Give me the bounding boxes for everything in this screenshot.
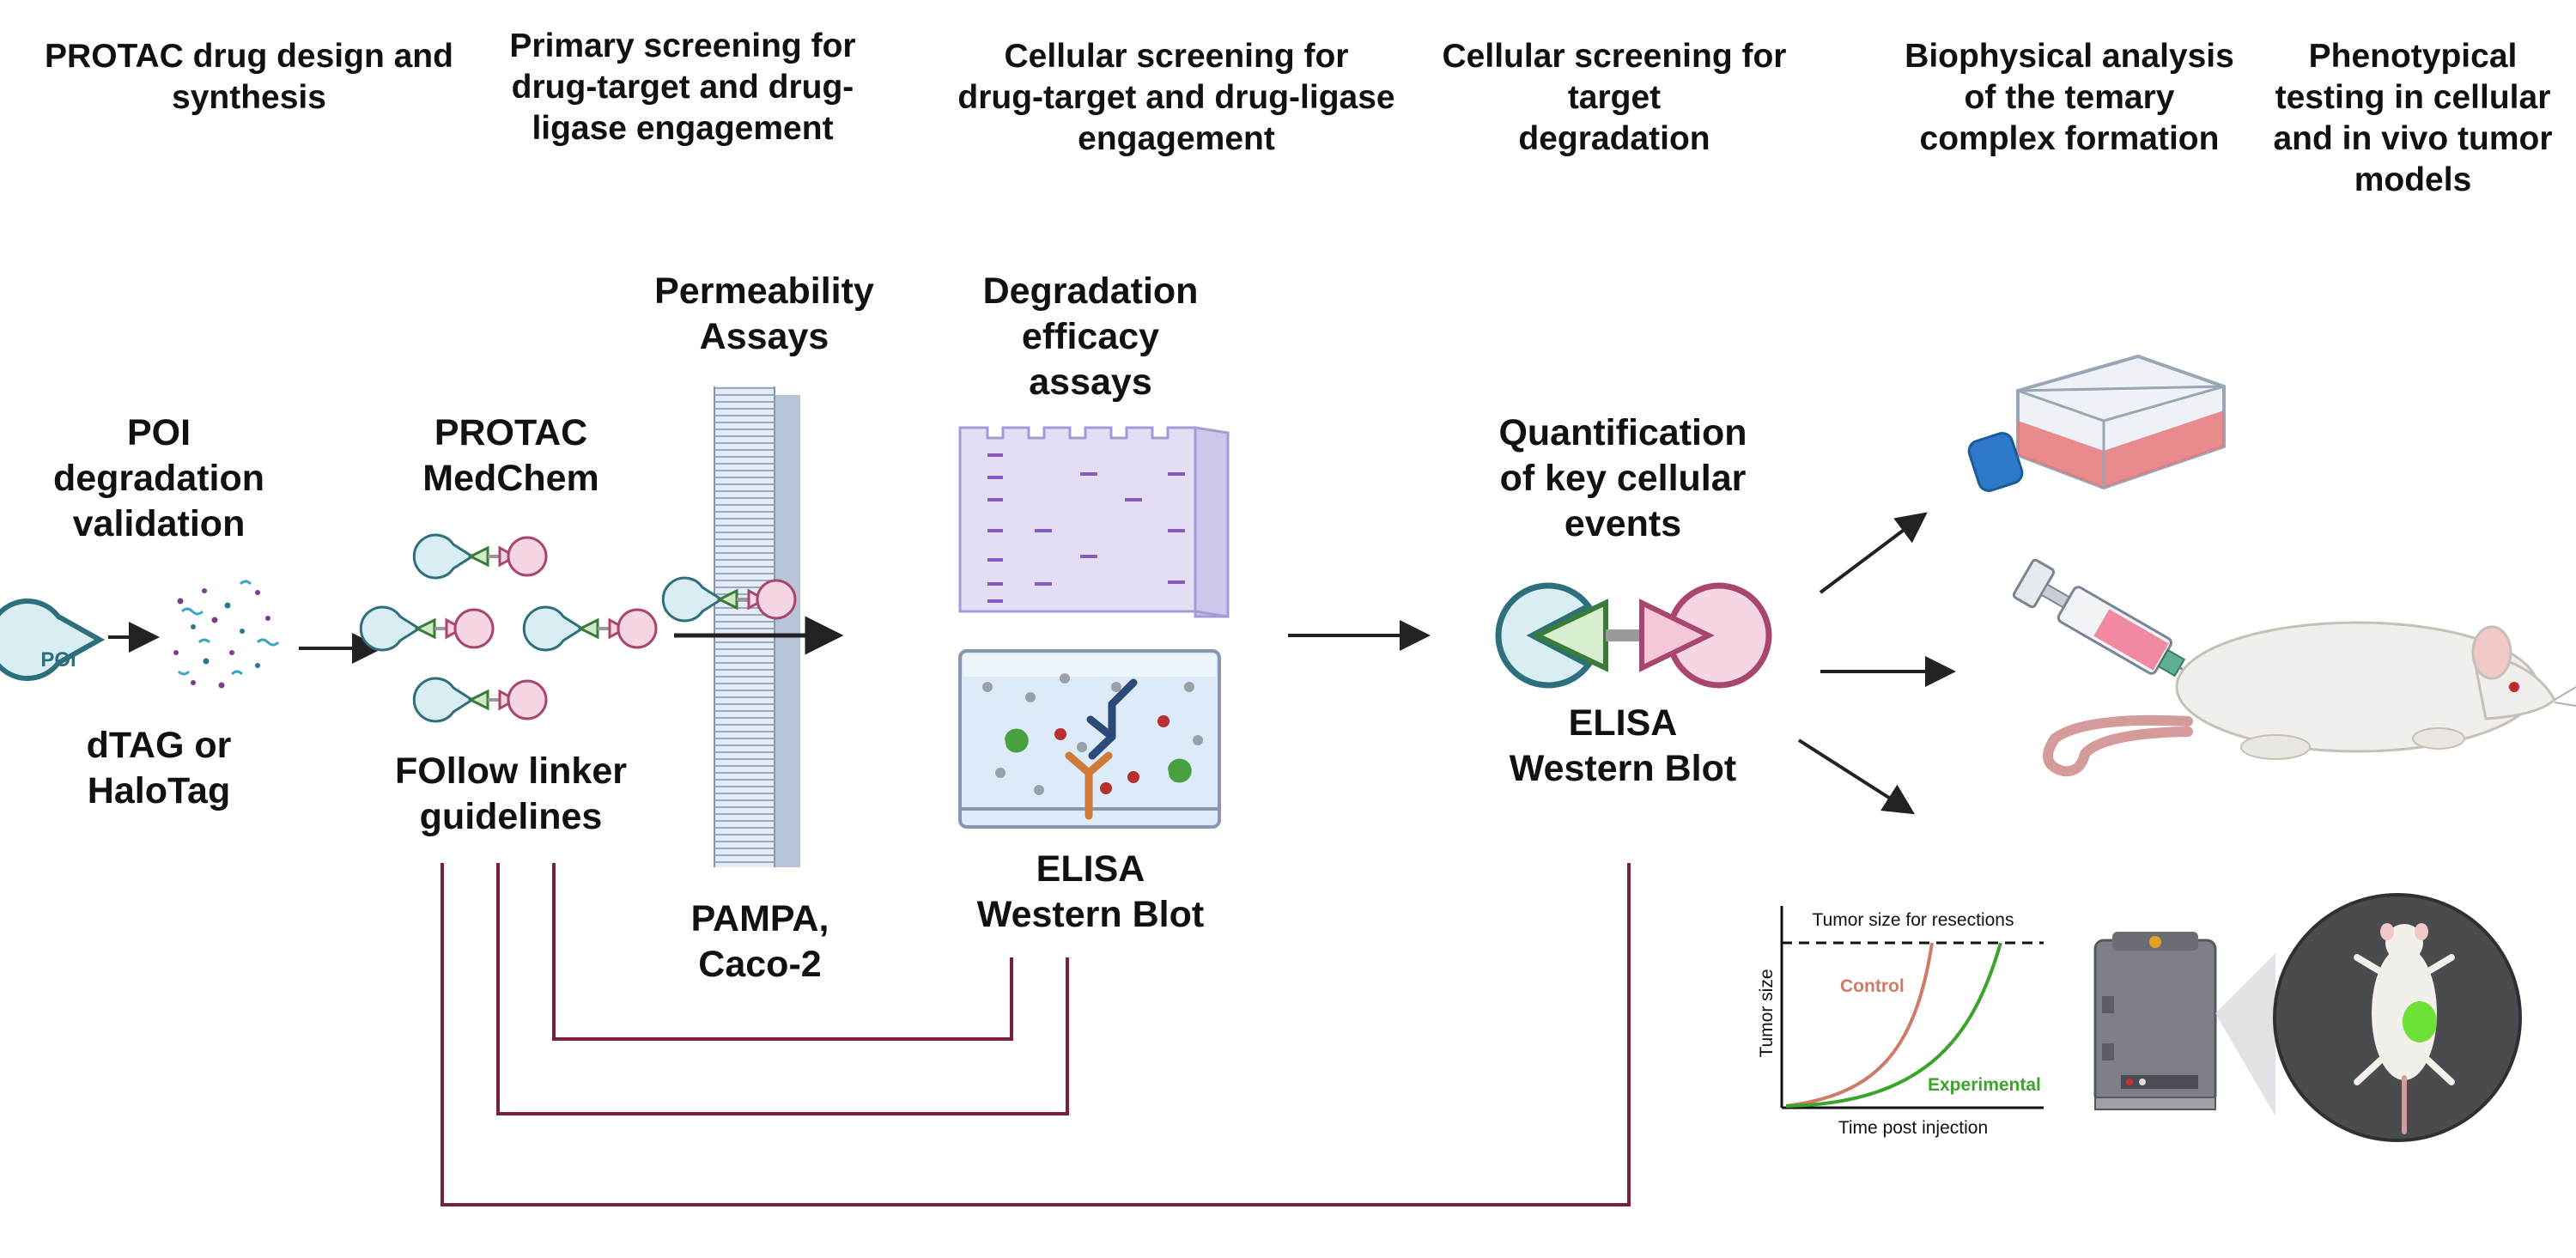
chart-ylabel: Tumor size [1757,969,1777,1057]
stage-header-phenotypical: Phenotypical testing in cellular and in … [2273,38,2553,198]
western-blot-gel-icon [958,426,1230,618]
label-pampa-caco2: PAMPA, Caco-2 [690,898,829,985]
label-elisa-western-1: ELISA Western Blot [976,848,1205,935]
permeability-membrane-icon [714,386,800,867]
cell-culture-flask-icon [1967,354,2226,492]
stage-header-target-degradation: Cellular screening for target degradatio… [1442,38,1787,157]
ternary-complex-icon [1495,582,1772,689]
feedback-loop-degradation [496,863,1069,1115]
feedback-loop-permeability [552,863,1013,1041]
experimental-curve [1785,942,2002,1108]
control-curve [1785,942,1934,1108]
poi-protein-icon: POI [0,599,106,681]
arrow-to-flask [1819,512,1928,594]
feedback-loop-quantification [440,863,1631,1206]
label-protac-medchem: PROTAC MedChem [422,412,599,499]
tumor-size-chart: Tumor size for resections Tumor size Tim… [1757,906,2044,1138]
experimental-label: Experimental [1928,1075,2041,1095]
mouse-icon [2043,621,2576,777]
label-dtag-halotag: dTAG or HaloTag [86,725,232,811]
feedback-loops [440,863,1631,1206]
poi-text: POI [40,648,76,672]
protac-crossing-membrane-icon [661,576,797,623]
control-label: Control [1840,976,1905,996]
syringe-icon [2012,558,2233,699]
label-degradation-efficacy: Degradation efficacy assays [982,270,1199,403]
elisa-well-icon [958,649,1221,829]
label-permeability-assays: Permeability Assays [654,270,874,357]
label-poi-validation: POI degradation validation [52,412,265,544]
arrow-to-imaging [1797,738,1916,815]
label-elisa-western-2: ELISA Western Blot [1509,702,1737,789]
chart-title: Tumor size for resections [1813,910,2014,930]
stage-header-primary-screening: Primary screening for drug-target and dr… [509,27,856,147]
chart-xlabel: Time post injection [1838,1118,1988,1138]
label-quantification: Quantification of key cellular events [1498,412,1747,544]
protein-fragments-icon [173,580,280,689]
stage-header-biophysical: Biophysical analysis of the temary compl… [1905,38,2234,157]
label-linker-guidelines: FOllow linker guidelines [395,751,627,837]
stage-header-cellular-engagement: Cellular screening for drug-target and d… [957,38,1395,157]
protac-molecule-cluster [359,533,658,723]
imaging-system-icon [2093,893,2522,1142]
stage-header-design: PROTAC drug design and synthesis [45,38,453,116]
